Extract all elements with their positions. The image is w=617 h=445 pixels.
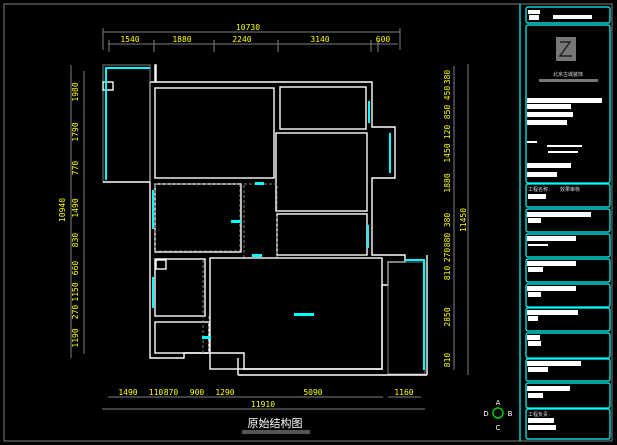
dim-right: 1880 [443,173,452,192]
bottom-dimensions: 1490 110 870 900 1290 5090 1160 11910 [102,388,425,410]
outer-wall [149,64,406,370]
dim-top: 2240 [232,35,251,44]
sheet-border [3,3,613,442]
windows [105,67,425,370]
dim-right: 380 [443,70,452,85]
title-block: 北京古城装饰 工程名称： 效果审核 工程负责： [525,6,611,440]
dim-left: 1490 [71,198,80,217]
dim-bottom: 110 [149,388,164,397]
dim-left: 1150 [71,282,80,301]
compass-south: C [496,424,501,432]
dim-bottom: 1160 [394,388,413,397]
room [279,86,367,130]
dim-left-total: 10940 [58,198,67,222]
dim-bottom: 1290 [215,388,234,397]
dim-top-total: 10730 [236,23,260,32]
room [154,183,242,253]
door-marker [252,254,262,257]
door-marker [255,182,264,185]
sign-label: 工程负责： [528,411,553,418]
compass-east: B [508,410,513,418]
dim-right: 380 [443,213,452,228]
dim-top: 1880 [172,35,191,44]
dim-left: 1980 [71,82,80,101]
dim-left: 660 [71,261,80,276]
dim-bottom: 1490 [118,388,137,397]
dim-left: 830 [71,233,80,248]
company-name: 北京古城装饰 [553,71,583,78]
dim-right: 270 [443,248,452,263]
compass-circle-icon [492,407,504,419]
floor-plan [102,64,428,376]
door-marker [202,336,211,339]
dim-bottom: 900 [190,388,205,397]
project-value: 效果审核 [560,186,580,193]
top-dimensions: 10730 1540 1880 2240 3140 600 [102,23,401,52]
drawing-title: 原始结构图 [248,416,303,430]
door-marker [231,220,241,223]
dim-right: 850 [443,105,452,120]
dim-top: 1540 [120,35,139,44]
dim-left: 1190 [71,328,80,347]
dim-bottom-total: 11910 [251,400,275,409]
door-marker [294,313,314,316]
left-dimensions: 10940 1980 1790 770 1490 830 660 1150 27… [58,65,85,358]
dim-bottom: 5090 [303,388,322,397]
compass-west: D [483,410,488,418]
compass-north: A [496,399,501,407]
right-balcony [387,261,426,375]
dim-bottom: 870 [164,388,179,397]
dim-right: 120 [443,125,452,140]
project-label: 工程名称： [528,186,553,193]
dim-right: 810 [443,353,452,368]
room [275,132,368,212]
right-dimensions: 11450 380 450 850 120 1450 1880 380 880 … [443,64,469,375]
dim-right: 810 [443,266,452,281]
room [154,321,210,354]
room [154,87,275,179]
compass: A D B C [483,399,512,432]
dim-left: 770 [71,161,80,176]
room [276,213,368,256]
dim-right: 880 [443,233,452,248]
dim-right-total: 11450 [459,208,468,232]
dim-left: 270 [71,305,80,320]
dim-top: 600 [376,35,391,44]
dim-right: 450 [443,86,452,101]
company-logo-icon [556,37,576,61]
room [154,258,206,317]
dim-top: 3140 [310,35,329,44]
dim-right: 1450 [443,143,452,162]
living-room [209,257,383,370]
dim-right: 2850 [443,307,452,326]
dim-left: 1790 [71,122,80,141]
